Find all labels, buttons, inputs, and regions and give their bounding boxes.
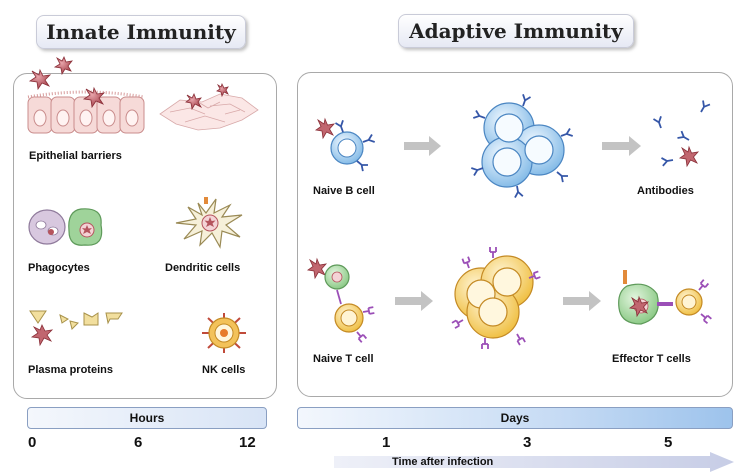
time-axis-arrow <box>334 452 734 472</box>
dendritic-cell-illustration <box>175 197 243 249</box>
plasma-proteins-illustration <box>29 310 123 347</box>
label-plasma-proteins: Plasma proteins <box>28 364 113 376</box>
tick-hours-0: 0 <box>28 434 37 451</box>
label-naive-b-cell: Naive B cell <box>313 185 375 197</box>
phagocytes-illustration <box>28 208 103 246</box>
tick-hours-6: 6 <box>134 434 143 451</box>
label-epithelial-barriers: Epithelial barriers <box>29 150 122 162</box>
label-naive-t-cell: Naive T cell <box>313 353 374 365</box>
adaptive-illustrations <box>307 93 713 350</box>
hours-scale-bar: Hours <box>27 407 267 429</box>
label-dendritic-cells: Dendritic cells <box>165 262 241 274</box>
days-scale-bar: Days <box>297 407 733 429</box>
label-phagocytes: Phagocytes <box>28 262 90 274</box>
label-nk-cells: NK cells <box>202 364 246 376</box>
tick-days-1: 1 <box>382 434 391 451</box>
tick-hours-12: 12 <box>239 434 256 451</box>
nk-cell-illustration <box>202 313 246 353</box>
tick-days-5: 5 <box>664 434 673 451</box>
time-after-infection-label: Time after infection <box>392 456 494 468</box>
tick-days-3: 3 <box>523 434 532 451</box>
adaptive-immunity-title: Adaptive Immunity <box>398 14 634 48</box>
epithelial-barrier-illustration <box>27 56 259 134</box>
innate-immunity-title: Innate Immunity <box>36 15 246 49</box>
label-antibodies: Antibodies <box>637 185 694 197</box>
label-effector-t-cells: Effector T cells <box>612 353 691 365</box>
